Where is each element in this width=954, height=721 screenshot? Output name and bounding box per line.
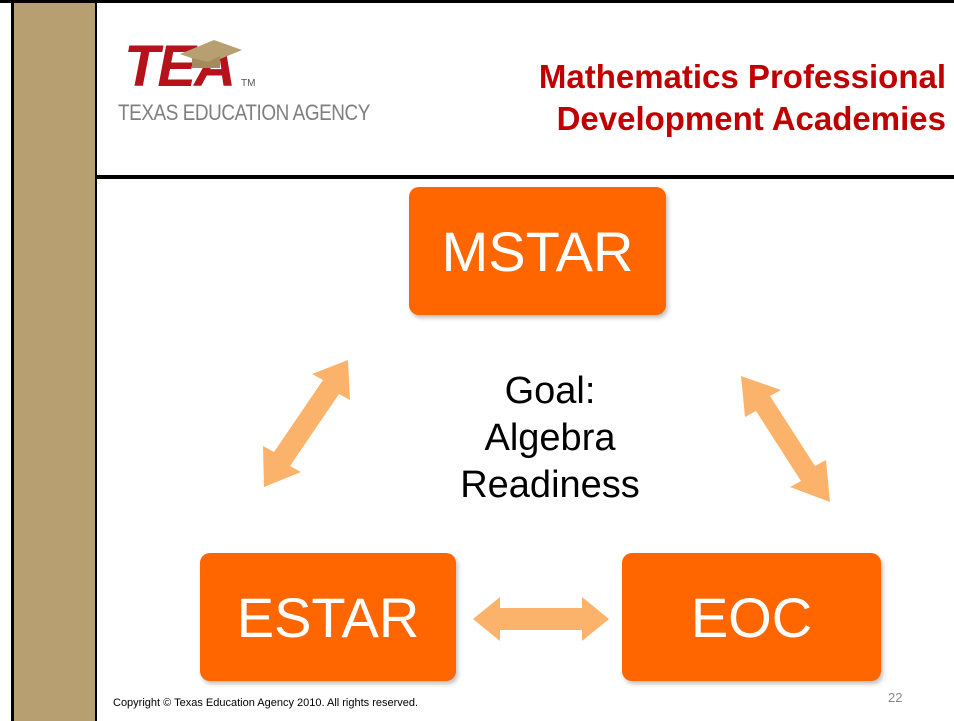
goal-line-1: Goal: [504, 370, 596, 412]
tea-logo: TEA TM TEXAS EDUCATION AGENCY [118, 38, 378, 132]
double-arrow-right-diagonal [741, 376, 830, 502]
logo-agency-name: TEXAS EDUCATION AGENCY [118, 100, 370, 125]
slide-margin [0, 0, 11, 721]
copyright-footer: Copyright © Texas Education Agency 2010.… [113, 697, 419, 709]
top-rule [0, 0, 954, 3]
left-accent-bar [11, 0, 97, 721]
slide-title-line-2: Development Academies [556, 100, 946, 137]
graduation-cap-icon [180, 40, 242, 68]
mstar-box: MSTAR [409, 187, 666, 315]
goal-text: Goal: Algebra Readiness [400, 368, 700, 509]
header-divider [97, 175, 954, 179]
logo-trademark: TM [241, 78, 256, 89]
estar-box: ESTAR [200, 553, 456, 681]
double-arrow-horizontal [473, 597, 609, 641]
goal-line-2: Algebra [484, 417, 616, 459]
double-arrow-left-diagonal [263, 360, 350, 487]
slide-title-line-1: Mathematics Professional [538, 58, 946, 95]
page-number: 22 [888, 690, 903, 705]
eoc-box: EOC [622, 553, 881, 681]
goal-line-3: Readiness [460, 464, 640, 506]
slide-title: Mathematics Professional Development Aca… [406, 56, 946, 140]
